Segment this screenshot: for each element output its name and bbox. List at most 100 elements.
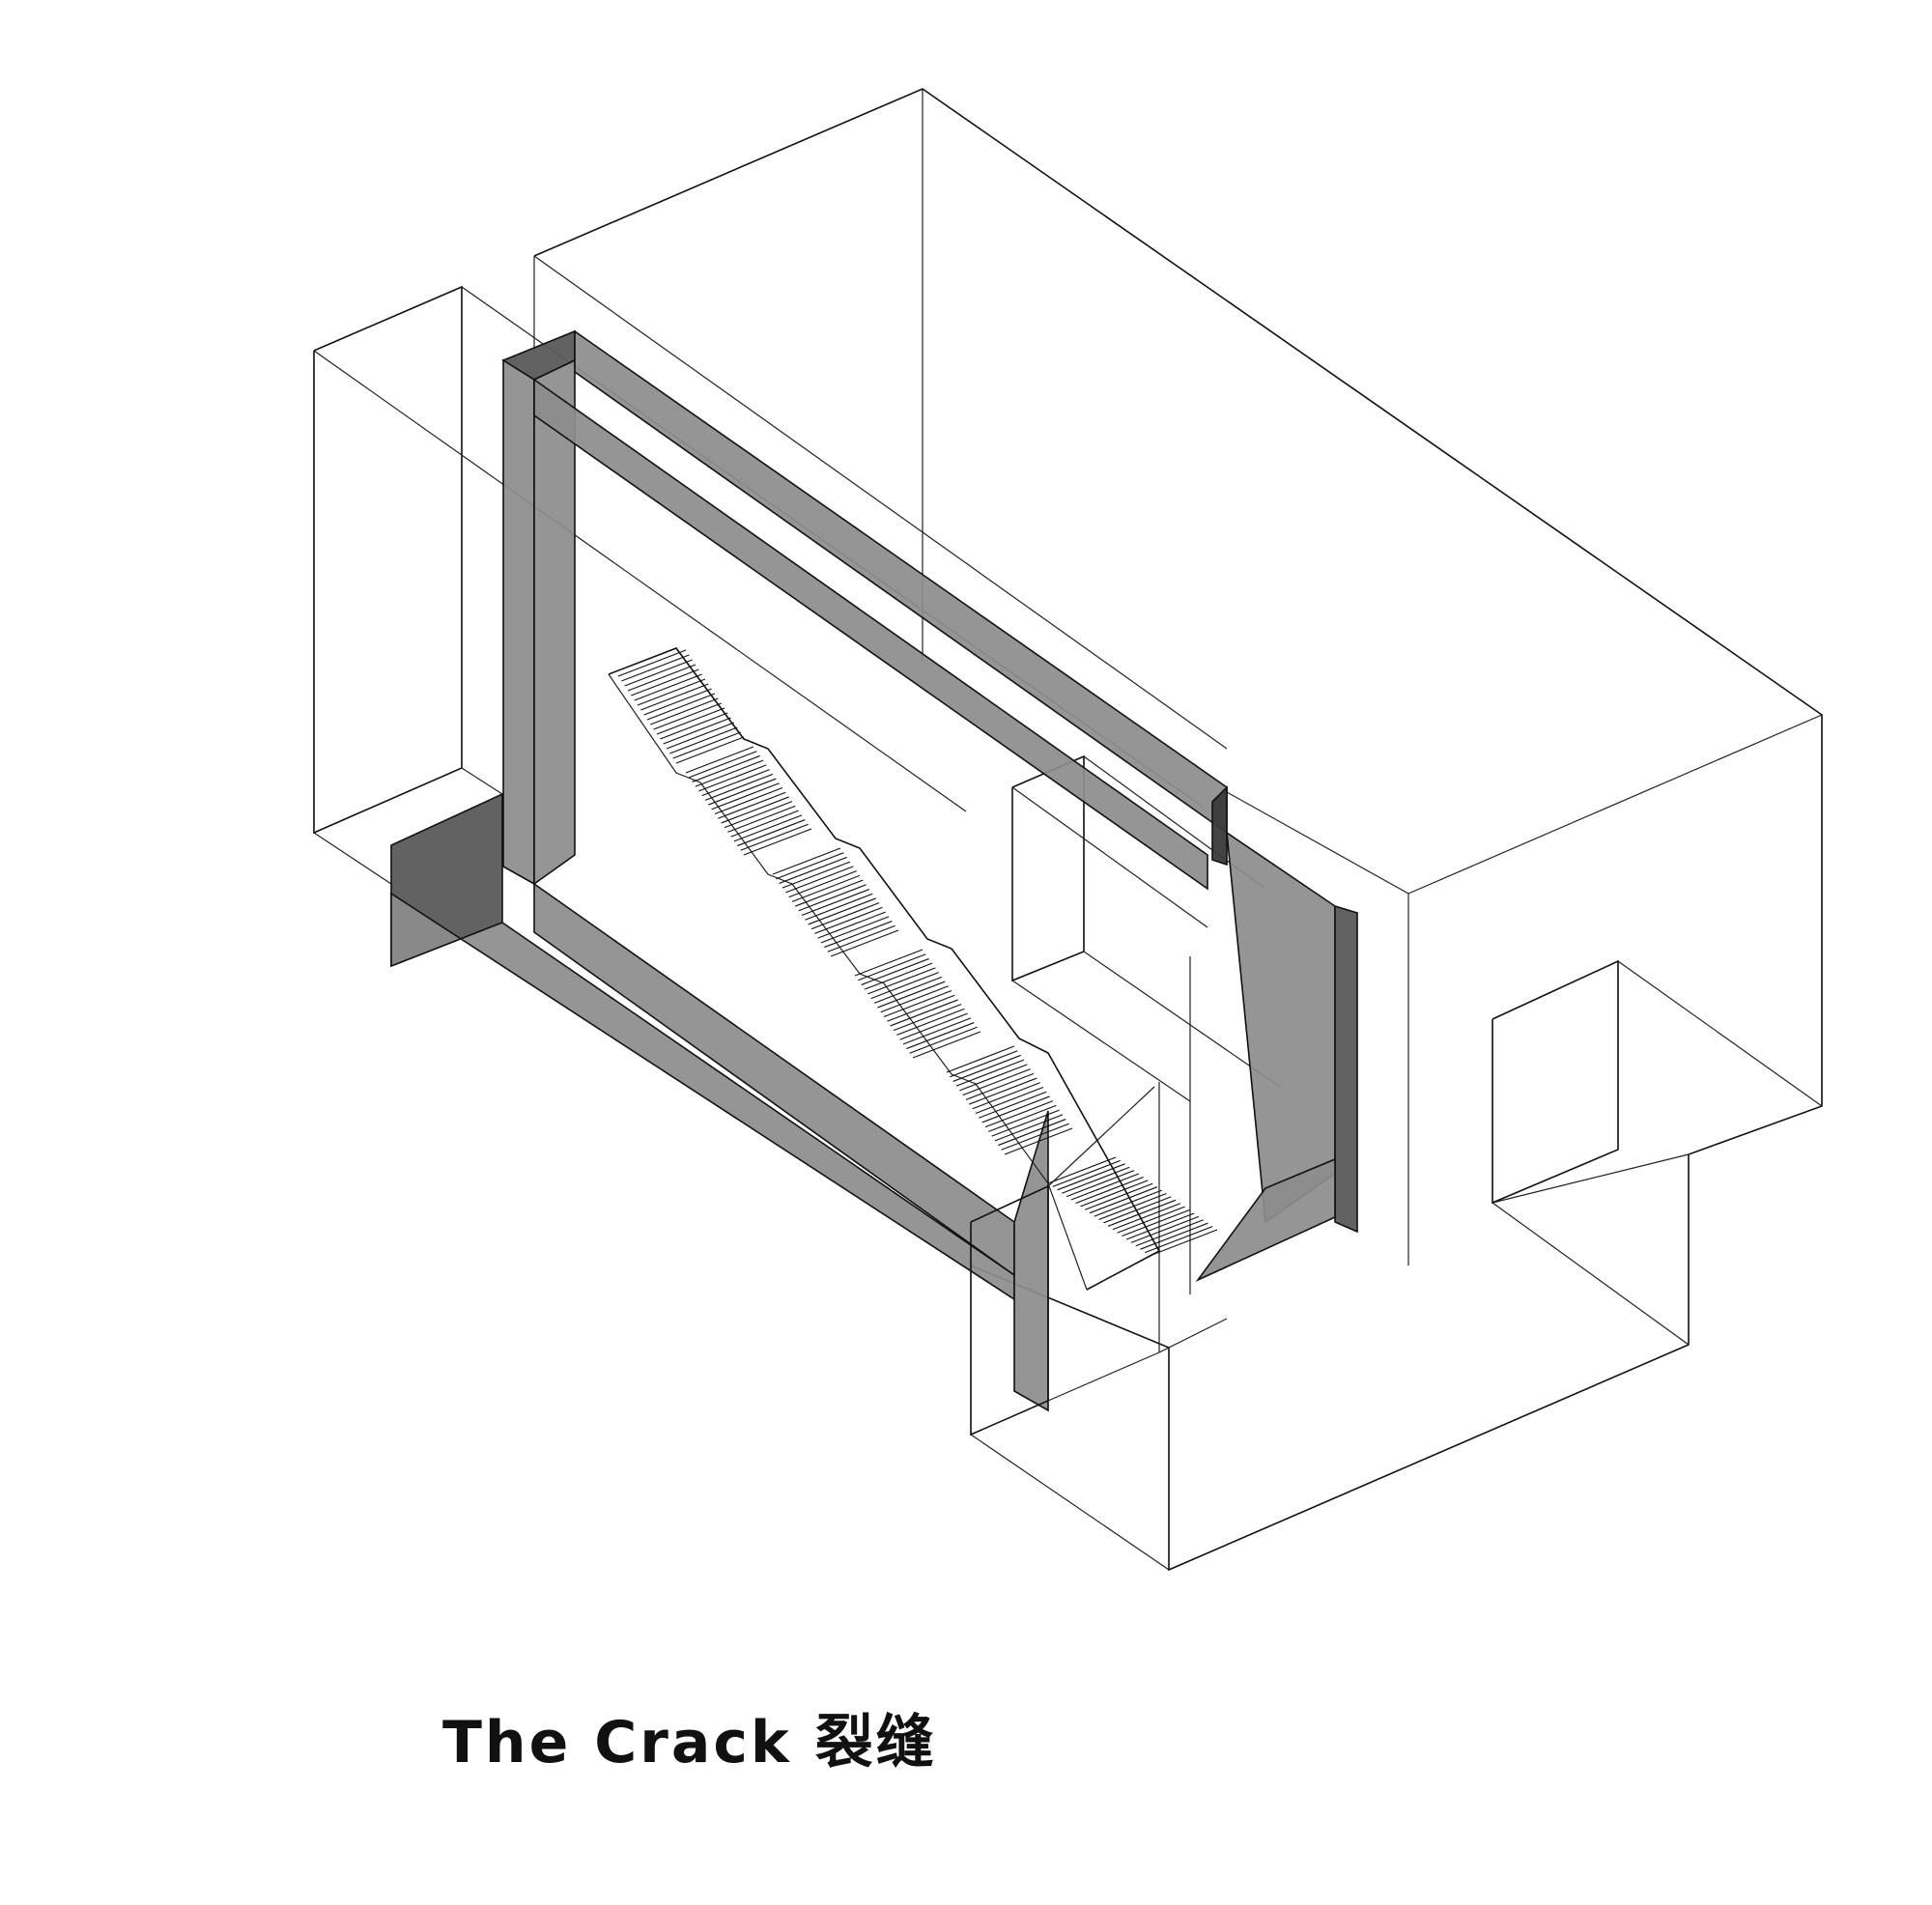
stair-tread xyxy=(883,989,952,1018)
stair-tread xyxy=(1149,1229,1218,1257)
stair-tread xyxy=(631,668,699,697)
stair-tread xyxy=(810,902,880,930)
stair-tread xyxy=(991,1109,1060,1137)
stair-tread xyxy=(867,967,936,995)
stair-tread xyxy=(660,712,728,740)
left-volume xyxy=(313,285,1204,885)
stair-tread xyxy=(795,879,864,907)
stair-tread xyxy=(798,884,867,912)
stair-tread xyxy=(643,688,712,716)
stair-tread xyxy=(998,1119,1066,1147)
stair-tread xyxy=(1145,1226,1213,1254)
stair-tread xyxy=(685,746,754,774)
stair-tread xyxy=(666,722,735,750)
stair-tread xyxy=(724,801,793,829)
stair-tread xyxy=(637,678,706,706)
stair-tread xyxy=(672,731,741,759)
stair-tread xyxy=(698,764,767,792)
stair-tread xyxy=(727,805,796,833)
stair-tread xyxy=(858,953,926,981)
stair-tread xyxy=(1004,1127,1073,1155)
stair-tread xyxy=(730,810,799,838)
stair-tread xyxy=(820,916,890,944)
stair-tread xyxy=(669,726,738,754)
stair-tread xyxy=(1103,1196,1172,1224)
stair-tread xyxy=(1052,1159,1121,1187)
stair-tread xyxy=(1122,1209,1190,1237)
stair-tread xyxy=(801,888,870,917)
stair-tread xyxy=(656,707,725,735)
stair-tread xyxy=(827,924,895,952)
stair-tread xyxy=(788,870,857,898)
stair-tread xyxy=(708,778,777,806)
stair-tread xyxy=(617,649,687,677)
stair-tread xyxy=(972,1082,1040,1110)
stair-tread xyxy=(704,773,774,801)
stair-tread xyxy=(899,1012,968,1040)
stair-tread xyxy=(965,1072,1035,1100)
stair-tread xyxy=(817,911,886,939)
stair-tread xyxy=(975,1086,1044,1115)
stair-tread xyxy=(893,1004,962,1032)
caption-text: The Crack 裂缝 xyxy=(442,1708,937,1777)
stair-tread xyxy=(1047,1156,1117,1184)
stair-tread xyxy=(952,1054,1021,1082)
stair-tread xyxy=(830,929,899,957)
stair-tread xyxy=(902,1017,972,1045)
stair-tread xyxy=(675,736,745,764)
stair-tread xyxy=(640,683,709,711)
lower-volume xyxy=(970,1082,1228,1571)
stair-tread xyxy=(981,1095,1050,1123)
stair-tread xyxy=(873,976,943,1004)
stair-tread xyxy=(692,754,760,782)
stair-tread xyxy=(887,994,955,1022)
stair-tread xyxy=(1140,1222,1208,1250)
stair-tread xyxy=(650,697,719,725)
stair-tread xyxy=(1094,1189,1162,1217)
stair-tread xyxy=(743,828,812,856)
stair-tread xyxy=(959,1064,1028,1092)
stair-tread xyxy=(877,981,946,1009)
stair-tread xyxy=(946,1045,1015,1073)
stair-tread xyxy=(962,1068,1031,1096)
stair-tread xyxy=(1135,1219,1204,1247)
caption: The Crack 裂缝 xyxy=(442,1698,937,1777)
stair-tread xyxy=(1107,1199,1177,1227)
stair-tread xyxy=(955,1059,1025,1087)
stair-tread xyxy=(1084,1182,1153,1210)
stair-tread xyxy=(634,673,702,701)
stair-tread xyxy=(779,856,847,884)
stair-tread xyxy=(785,866,854,894)
stair-tread xyxy=(880,985,949,1013)
stair-tread xyxy=(737,819,806,847)
stair-tread xyxy=(1057,1163,1125,1191)
stair-tread xyxy=(906,1022,975,1050)
stair-tread xyxy=(870,972,939,1000)
rear-volume xyxy=(533,88,1823,1572)
stair-tread xyxy=(701,769,770,797)
stair-tread xyxy=(988,1104,1057,1132)
stair-tread xyxy=(808,897,876,925)
stair-tread xyxy=(861,957,929,985)
stair-tread xyxy=(950,1050,1018,1078)
stair-tread xyxy=(854,949,923,977)
stair-tread xyxy=(896,1008,965,1036)
stair-tread xyxy=(1070,1173,1140,1201)
stair-tread xyxy=(646,693,716,721)
stair-tread xyxy=(805,893,873,921)
stair-tread xyxy=(909,1026,978,1054)
stair-tread xyxy=(695,759,764,787)
stair-tread xyxy=(776,852,844,880)
stair-tread xyxy=(1062,1166,1130,1194)
stair-tread xyxy=(1080,1180,1149,1208)
stair-tread xyxy=(1089,1186,1158,1214)
stair-tread xyxy=(663,717,731,745)
stair-tread xyxy=(1130,1215,1200,1243)
stair-tread xyxy=(1075,1176,1144,1204)
stair-tread xyxy=(864,962,933,990)
stair-tread xyxy=(721,796,789,824)
stair-tread xyxy=(1117,1206,1185,1234)
stair-tread xyxy=(772,847,841,875)
right-box xyxy=(1492,959,1823,1346)
stair-tread xyxy=(1125,1212,1195,1240)
